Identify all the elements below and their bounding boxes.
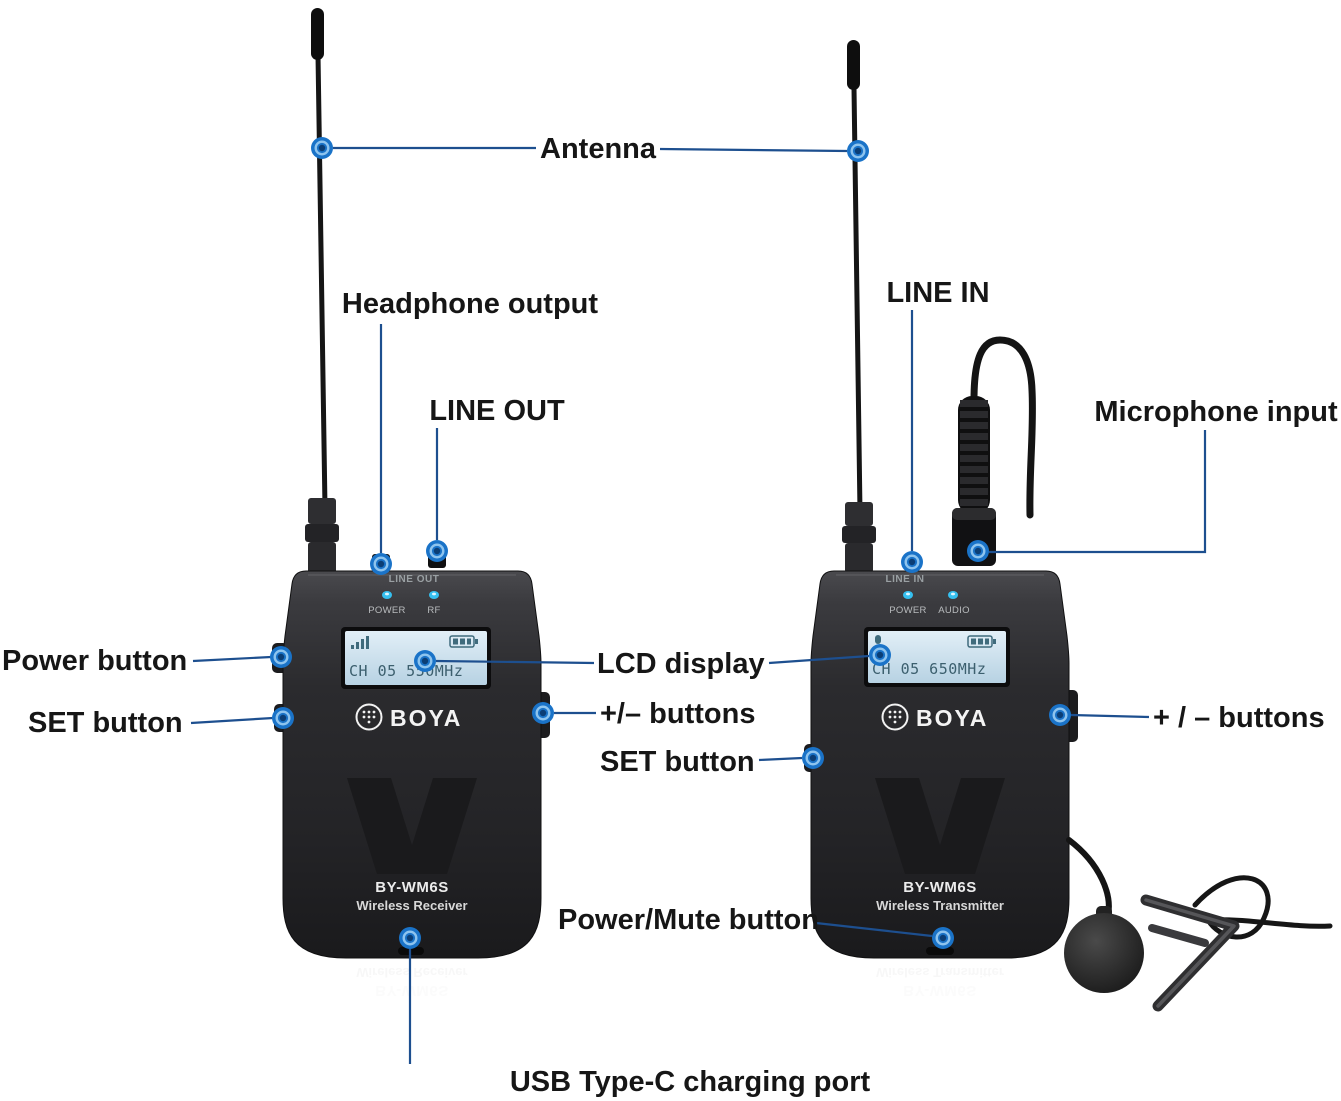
transmitter-lcd-text: CH 05 650MHz bbox=[872, 660, 986, 678]
lcd-transmitter-dot bbox=[867, 642, 893, 668]
receiver-chevron-left bbox=[347, 778, 421, 874]
antenna-left-dot bbox=[309, 135, 335, 161]
receiver-reflection: BY-WM6S Wireless Receiver bbox=[356, 965, 467, 999]
svg-text:BY-WM6S: BY-WM6S bbox=[903, 982, 977, 999]
receiver-top-port-print: LINE OUT bbox=[389, 574, 440, 585]
transmitter-chevron-right bbox=[931, 778, 1005, 874]
transmitter-antenna bbox=[842, 40, 876, 573]
lcd-receiver-dot bbox=[412, 648, 438, 674]
callout-line-power-mute bbox=[815, 921, 933, 938]
transmitter-model-text: BY-WM6S bbox=[903, 879, 977, 896]
receiver-power-led-label: POWER bbox=[368, 605, 405, 616]
svg-text:Wireless Transmitter: Wireless Transmitter bbox=[876, 965, 1004, 980]
callout-line-antenna-right bbox=[659, 147, 848, 153]
transmitter-chevron-left bbox=[875, 778, 949, 874]
callout-label-line-in: LINE IN bbox=[886, 277, 989, 309]
receiver-rf-led-label: RF bbox=[427, 605, 440, 616]
boya-logo-icon bbox=[881, 703, 909, 731]
callout-label-headphone-output: Headphone output bbox=[342, 288, 598, 320]
transmitter-audio-led-label: AUDIO bbox=[938, 605, 970, 616]
transmitter-top-port-print: LINE IN bbox=[885, 574, 924, 585]
callout-line-lcd-transmitter bbox=[768, 654, 870, 665]
callout-label-set-button-receiver: SET button bbox=[28, 707, 183, 739]
callout-label-plus-minus-receiver: +/– buttons bbox=[600, 698, 755, 730]
receiver-brand-text: BOYA bbox=[390, 705, 462, 731]
transmitter-power-led-label: POWER bbox=[889, 605, 926, 616]
callout-label-power-button: Power button bbox=[2, 645, 187, 677]
usb-port-dot bbox=[397, 925, 423, 951]
receiver-antenna-shaft bbox=[315, 52, 328, 511]
mic-cable-top bbox=[970, 336, 1036, 519]
receiver-antenna-tip bbox=[311, 8, 324, 60]
boya-logo-receiver: BOYA bbox=[355, 703, 462, 731]
svg-text:Wireless Receiver: Wireless Receiver bbox=[356, 965, 467, 980]
microphone-input-dot bbox=[965, 538, 991, 564]
set-button-receiver-dot bbox=[270, 705, 296, 731]
battery-icon bbox=[449, 635, 478, 648]
callout-label-usb: USB Type-C charging port bbox=[510, 1066, 871, 1098]
boya-logo-transmitter: BOYA bbox=[881, 703, 988, 731]
power-mute-dot bbox=[930, 925, 956, 951]
transmitter-lcd: CH 05 650MHz bbox=[864, 627, 1010, 687]
callout-line-microphone-input bbox=[989, 430, 1207, 554]
power-button-dot bbox=[268, 644, 294, 670]
receiver-antenna bbox=[305, 8, 339, 574]
mic-foam-windscreen bbox=[1064, 913, 1144, 993]
callout-label-line-out: LINE OUT bbox=[429, 395, 565, 427]
lavalier-microphone bbox=[1064, 837, 1333, 1012]
receiver-type-text: Wireless Receiver bbox=[356, 898, 467, 913]
callout-line-power-button bbox=[192, 655, 272, 663]
callout-line-set-button-receiver bbox=[190, 716, 274, 725]
transmitter-type-text: Wireless Transmitter bbox=[876, 898, 1004, 913]
set-button-transmitter-dot bbox=[800, 745, 826, 771]
callout-label-set-button-transmitter: SET button bbox=[600, 746, 755, 778]
callout-line-set-button-transmitter bbox=[758, 756, 803, 762]
microphone-cable-assembly bbox=[952, 336, 1036, 566]
boya-logo-icon bbox=[355, 703, 383, 731]
callout-label-lcd-display: LCD display bbox=[597, 648, 765, 680]
callout-label-antenna: Antenna bbox=[540, 133, 657, 165]
line-in-dot bbox=[899, 549, 925, 575]
callout-line-lcd-receiver bbox=[435, 659, 595, 665]
callout-labels: Antenna Headphone output LINE OUT LINE I… bbox=[2, 133, 1338, 1098]
receiver-chevron-right bbox=[403, 778, 477, 874]
mic-clip bbox=[1140, 894, 1240, 1012]
callout-label-power-mute: Power/Mute button bbox=[558, 904, 819, 936]
callout-label-microphone-input: Microphone input bbox=[1094, 396, 1338, 428]
plus-minus-transmitter-dot bbox=[1047, 702, 1073, 728]
receiver-model-text: BY-WM6S bbox=[375, 879, 449, 896]
callout-line-plus-minus-transmitter bbox=[1070, 713, 1150, 719]
mic-cable-loop bbox=[1192, 875, 1333, 940]
plus-minus-receiver-dot bbox=[530, 700, 556, 726]
battery-icon bbox=[967, 635, 996, 648]
transmitter-usb-port bbox=[926, 947, 954, 955]
receiver-led-indicators: POWER RF bbox=[368, 591, 440, 616]
callout-lines bbox=[190, 146, 1207, 1064]
receiver-lcd-text: CH 05 550MHz bbox=[349, 662, 463, 680]
transmitter-led-indicators: POWER AUDIO bbox=[889, 591, 969, 616]
line-out-dot bbox=[424, 538, 450, 564]
headphone-output-dot bbox=[368, 551, 394, 577]
transmitter-antenna-tip bbox=[847, 40, 860, 90]
transmitter-brand-text: BOYA bbox=[916, 705, 988, 731]
transmitter-reflection: BY-WM6S Wireless Transmitter bbox=[876, 965, 1004, 999]
transmitter-device: LINE IN POWER AUDIO CH 05 650MHz bbox=[804, 40, 1333, 1012]
svg-text:BY-WM6S: BY-WM6S bbox=[375, 982, 449, 999]
signal-bars-icon bbox=[351, 636, 369, 649]
callout-label-plus-minus-transmitter: + / – buttons bbox=[1153, 702, 1325, 734]
antenna-right-dot bbox=[845, 138, 871, 164]
receiver-device: LINE OUT POWER RF CH 05 550MHz bbox=[272, 8, 550, 999]
